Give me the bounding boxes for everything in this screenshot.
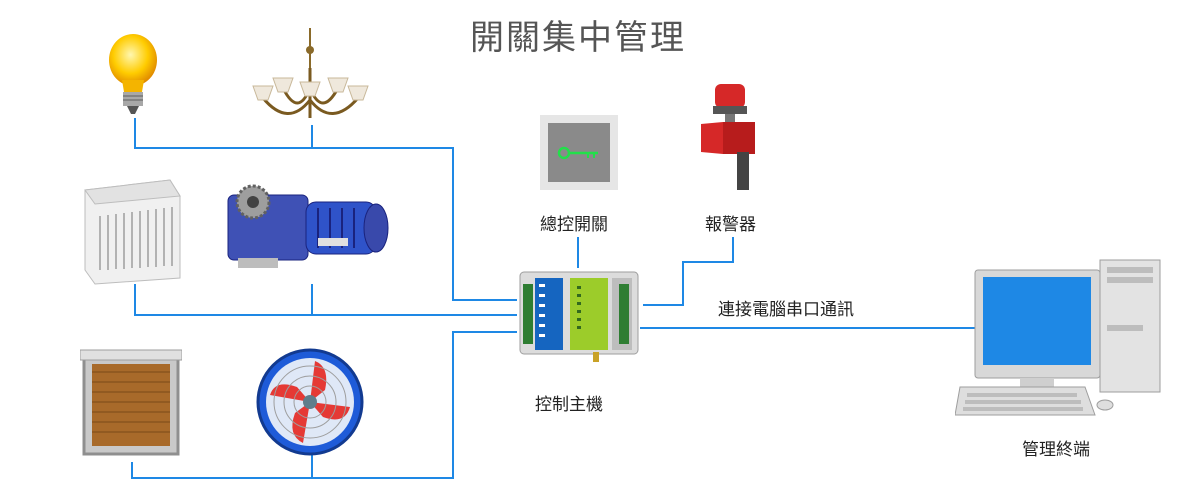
key-switch-icon <box>540 115 618 190</box>
wire-middle <box>134 284 517 316</box>
controller-label: 控制主機 <box>535 395 603 415</box>
controller-unit-icon <box>519 271 639 362</box>
light-bulb-icon <box>109 34 157 114</box>
chandelier-icon <box>252 28 369 118</box>
wire-bottom <box>131 331 517 479</box>
master-switch-label: 總控開關 <box>540 215 608 235</box>
air-cooler-icon <box>84 179 181 285</box>
axial-fan-icon <box>256 348 364 456</box>
gear-motor-icon <box>227 184 389 268</box>
wire-lighting <box>134 118 517 301</box>
cooling-pad-icon <box>80 349 182 456</box>
alarm-label: 報警器 <box>705 215 756 235</box>
computer-terminal-icon <box>955 259 1161 416</box>
terminal-label: 管理終端 <box>1022 440 1090 460</box>
page-title: 開關集中管理 <box>470 18 686 58</box>
serial-link-label: 連接電腦串口通訊 <box>718 300 854 320</box>
wire-alarm <box>643 237 734 306</box>
alarm-siren-icon <box>701 84 755 190</box>
